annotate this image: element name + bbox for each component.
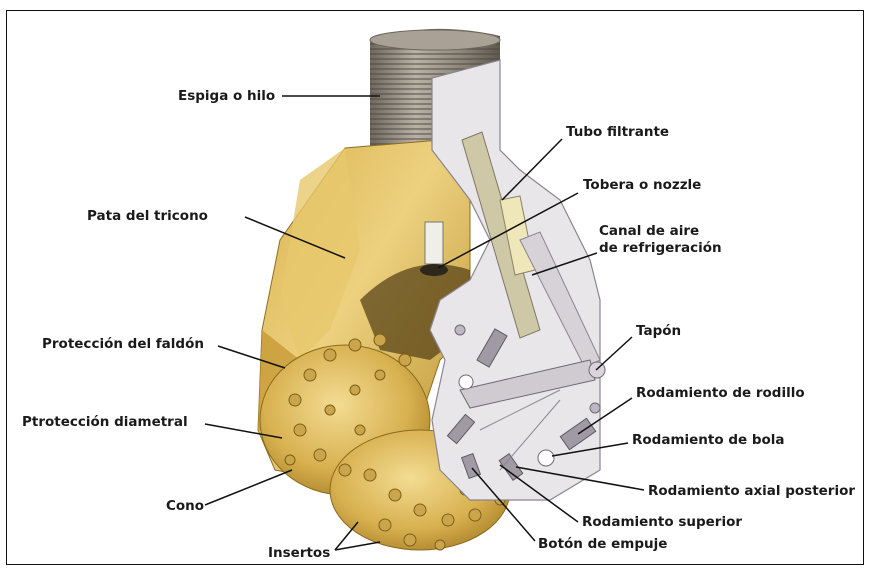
label-canal-de-aire-1: Canal de aire	[599, 223, 699, 239]
label-rodamiento-axial-posterior: Rodamiento axial posterior	[648, 483, 855, 499]
label-canal-de-aire-2: de refrigeración	[599, 240, 722, 256]
label-proteccion-diametral: Ptrotección diametral	[22, 414, 188, 430]
label-insertos: Insertos	[268, 545, 330, 561]
label-cono: Cono	[166, 498, 204, 514]
label-rodamiento-de-bola: Rodamiento de bola	[632, 432, 785, 448]
label-pata-del-tricono: Pata del tricono	[87, 208, 208, 224]
leader-insertos-2	[335, 542, 380, 550]
label-espiga-o-hilo: Espiga o hilo	[178, 88, 275, 104]
label-tobera-o-nozzle: Tobera o nozzle	[583, 177, 701, 193]
label-tapon: Tapón	[636, 323, 681, 339]
leader-tapon	[596, 337, 632, 370]
label-rodamiento-superior: Rodamiento superior	[582, 514, 742, 530]
label-boton-de-empuje: Botón de empuje	[538, 536, 667, 552]
label-tubo-filtrante: Tubo filtrante	[566, 124, 669, 140]
leader-cono	[205, 470, 292, 505]
label-rodamiento-de-rodillo: Rodamiento de rodillo	[636, 385, 805, 401]
label-proteccion-del-faldon: Protección del faldón	[42, 336, 204, 352]
